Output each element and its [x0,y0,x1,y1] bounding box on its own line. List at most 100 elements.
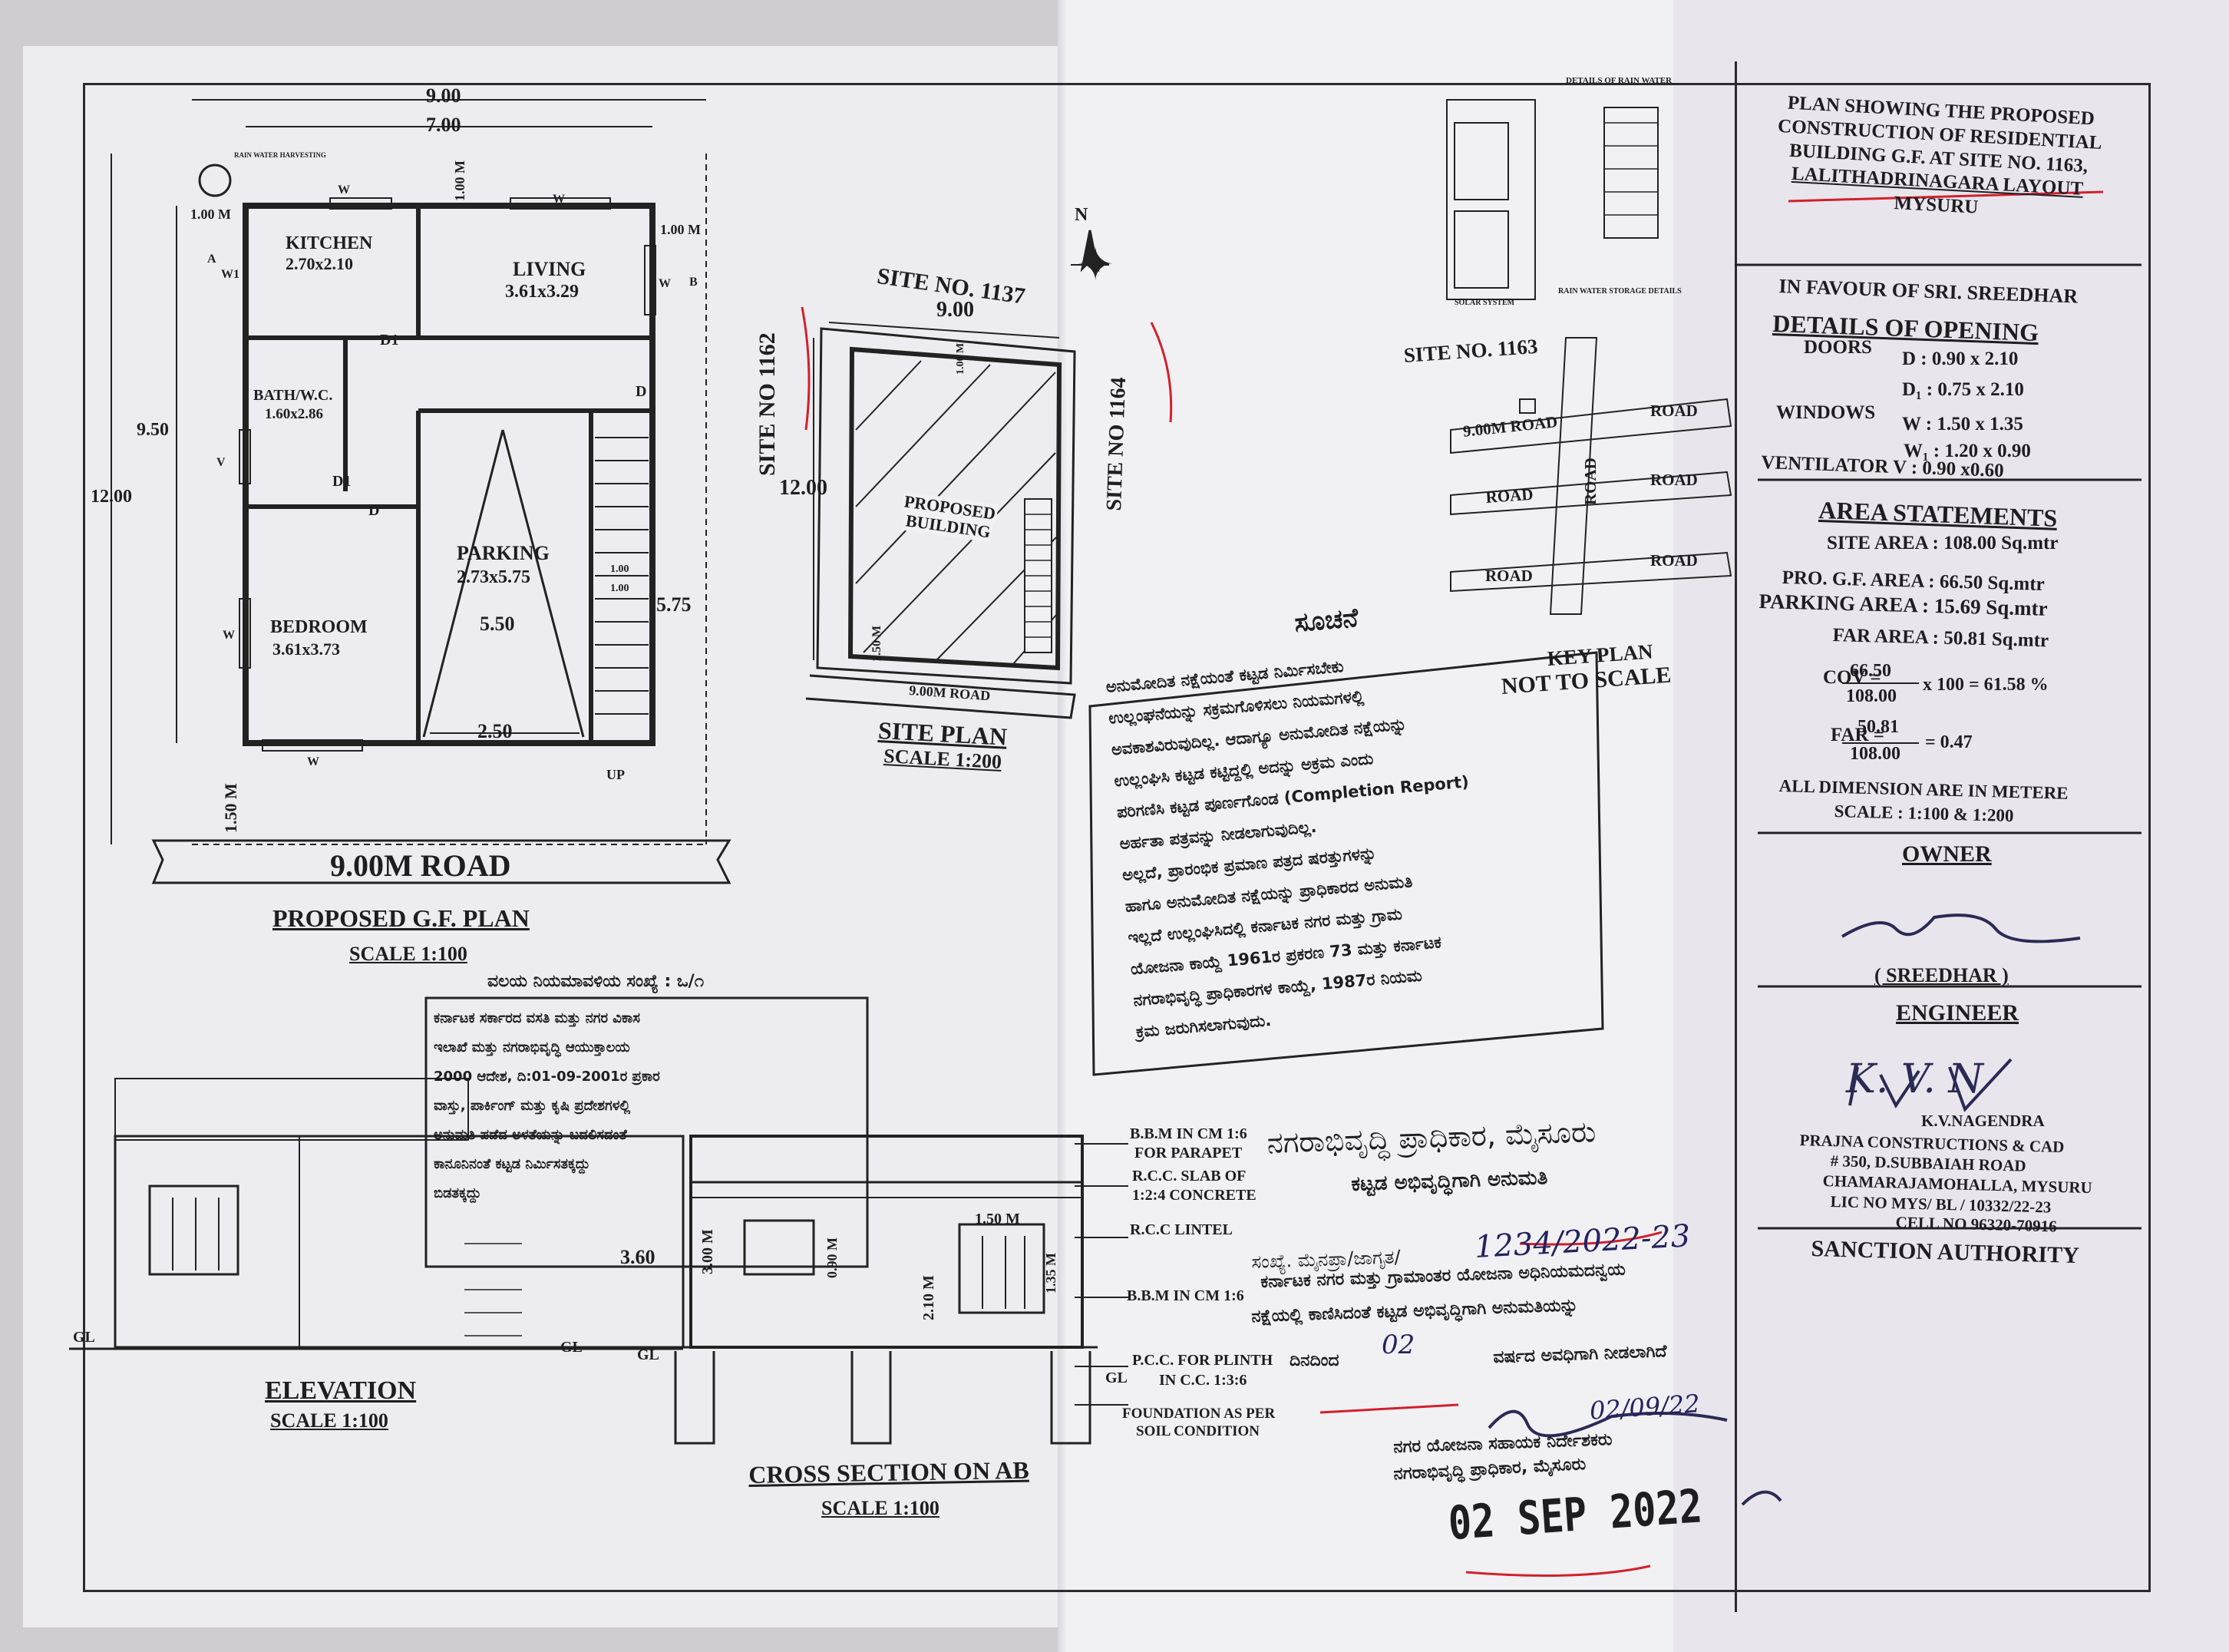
room-bath: BATH/W.C. [253,387,333,404]
dim-1-00-stair-a: 1.00 [610,563,629,575]
far-numerator: 50.81 [1858,717,1899,737]
owner-name: ( SREEDHAR ) [1874,964,2009,986]
dim-1-00m-top: 1.00 M [452,160,467,201]
owner-signature [1841,914,2081,943]
site-area: SITE AREA : 108.00 Sq.mtr [1827,533,2059,553]
valaya-line: 2000 ಆದೇಶ, ದಿ:01-09-2001ರ ಪ್ರಕಾರ [434,1069,660,1085]
gf-plan-heading: PROPOSED G.F. PLAN [272,904,530,932]
site-no-1164: SITE NO 1164 [1102,376,1131,512]
window-w1-size: W₁ : 1.20 x 0.90 [1904,441,2031,461]
drawing-border [83,83,2151,1592]
window-mark: W [307,755,319,768]
paper-left-half [23,46,1067,1627]
cov-numerator: 66.50 [1850,661,1891,681]
note-bbm-wall: B.B.M IN CM 1:6 [1127,1287,1244,1304]
site-dim-1-50m: 1.50 M [870,625,883,662]
dim-9-00: 9.00 [426,84,461,107]
window-mark: W [338,183,350,197]
gl-label: GL [1105,1370,1128,1386]
dim-1-00m-left: 1.00 M [190,206,231,222]
dim-1-50m-window: 1.50 M [975,1211,1020,1227]
door-d-mark: D [368,502,380,519]
sankhye-label: ಸಂಖ್ಯೆ. ಮೈನಪ್ರಾ/ಜಾಗೃತ/ [1250,1246,1401,1273]
far-label: FAR = [1831,725,1885,745]
note-bbm-parapet: B.B.M IN CM 1:6 [1130,1125,1247,1142]
note-pcc-plinth: P.C.C. FOR PLINTH [1132,1352,1273,1369]
rain-storage-label: RAIN WATER STORAGE DETAILS [1558,287,1682,296]
gl-label: GL [637,1346,659,1363]
dim-3-60: 3.60 [620,1246,655,1268]
section-heading: CROSS SECTION ON AB [748,1455,1029,1488]
paper-title-strip [1673,0,2229,1652]
rwh-label: RAIN WATER HARVESTING [234,151,326,159]
valaya-line: ವಾಸ್ತು, ಪಾರ್ಕಿಂಗ್ ಮತ್ತು ಕೃಷಿ ಪ್ರದೇಶಗಳಲ್ಲ… [434,1098,631,1114]
note-rcc-slab: R.C.C. SLAB OF [1132,1168,1247,1184]
room-bedroom: BEDROOM [270,617,368,637]
gl-label: GL [560,1339,583,1356]
validity-years: 02 [1382,1330,1415,1360]
dim-9-50: 9.50 [137,420,169,440]
window-w1-mark: W1 [221,268,239,281]
section-mark-b: B [689,276,698,289]
cov-label: COV = [1823,667,1881,688]
room-living-size: 3.61x3.29 [505,282,579,302]
site-dim-12-00: 12.00 [779,476,827,500]
title-block-divider [1735,61,1737,1612]
stair-up: UP [606,767,625,782]
project-title: PLAN SHOWING THE PROPOSED CONSTRUCTION O… [1759,91,2118,227]
site-no-1162: SITE NO 1162 [755,332,780,476]
dim-1-35m: 1.35 M [1043,1253,1058,1294]
window-mark: W [553,193,565,206]
gf-plan-scale: SCALE 1:100 [349,943,467,965]
engineer-name: K.V.NAGENDRA [1921,1112,2045,1130]
validity-prefix: ದಿನದಿಂದ [1290,1351,1339,1370]
section-mark-a: A [207,253,216,266]
note-parapet: FOR PARAPET [1134,1145,1243,1161]
dim-3-00m: 3.00 M [699,1229,716,1274]
key-road-vertical: ROAD [1581,458,1600,505]
door-d1-mark: D1 [332,473,352,490]
valaya-label: ವಲಯ ನಿಯಮಾವಳಿಯ ಸಂಖ್ಯೆ : ಒ/೧ [487,972,705,991]
dim-2-50: 2.50 [477,720,513,742]
note-lintel: R.C.C LINTEL [1130,1221,1233,1238]
details-rain-label: DETAILS OF RAIN WATER [1566,76,1673,85]
window-mark: W [659,277,671,290]
suchane-heading: ಸೂಚನೆ [1293,602,1360,639]
door-d-size: D : 0.90 x 2.10 [1902,349,2019,369]
elevation-scale: SCALE 1:100 [270,1409,388,1432]
red-pen-mark [801,306,811,431]
note-cc: IN C.C. 1:3:6 [1159,1372,1247,1389]
dim-7-00: 7.00 [426,114,461,136]
owner-heading: OWNER [1902,841,1992,867]
road-label: 9.00M ROAD [330,848,511,883]
key-road: ROAD [1485,567,1533,585]
cov-denominator: 108.00 [1846,686,1897,706]
valaya-line: ಬಿಡತಕ್ಕದ್ದು [434,1185,481,1201]
engineer-cell: CELL NO 96320-70916 [1895,1213,2058,1236]
engineer-heading: ENGINEER [1896,1000,2019,1026]
note-concrete: 1:2:4 CONCRETE [1132,1187,1256,1204]
room-living: LIVING [513,258,586,280]
notice-stamp-text: ಅನುಮೋದಿತ ನಕ್ಷೆಯಂತೆ ಕಟ್ಟಡ ನಿರ್ಮಿಸಬೇಕು ಉಲ್… [1105,636,1627,1056]
north-label: N [1075,205,1088,225]
dim-1-00-stair-b: 1.00 [610,583,629,594]
key-road: ROAD [1650,401,1698,420]
gf-outer-wall [243,203,655,746]
dim-12-00: 12.00 [91,487,132,507]
far-result: = 0.47 [1925,732,1973,752]
windows-label: WINDOWS [1776,402,1876,423]
dim-5-75: 5.75 [656,593,692,616]
room-bath-size: 1.60x2.86 [265,406,323,422]
window-mark: W [223,629,235,642]
window-w-size: W : 1.50 x 1.35 [1902,414,2023,434]
ventilator-mark: V [216,456,226,469]
key-road: ROAD [1650,551,1698,570]
cov-result: x 100 = 61.58 % [1923,675,2049,695]
dim-1-50m: 1.50 M [221,783,240,833]
valaya-line: ಅನುಮತಿ ಪಡೆದ ಅಳತೆಯನ್ನು ಬದಲಿಸದಂತೆ [434,1127,627,1143]
valaya-line: ಕಾನೂನಿನಂತೆ ಕಟ್ಟಡ ನಿರ್ಮಿಸತಕ್ಕದ್ದು [434,1156,590,1172]
room-parking-size: 2.73x5.75 [457,567,530,587]
dim-5-50: 5.50 [480,613,515,635]
